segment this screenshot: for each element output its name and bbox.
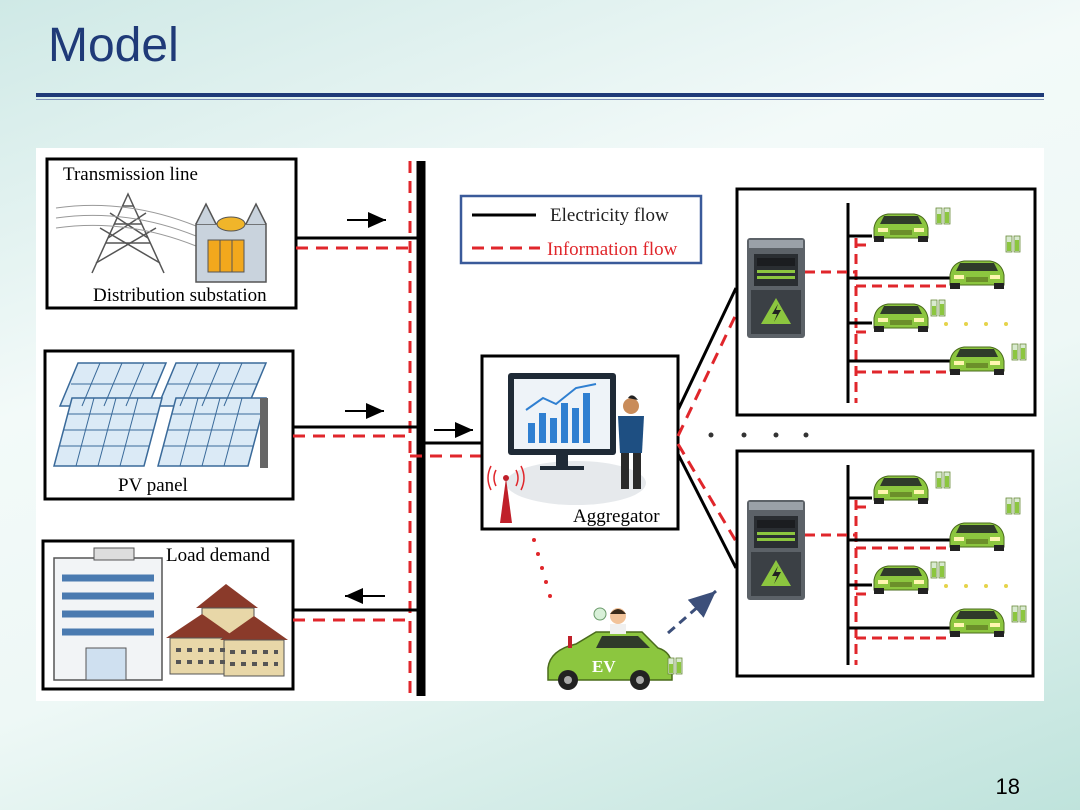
title-divider-thin <box>36 99 1044 100</box>
ev-badge-label: EV <box>592 657 616 676</box>
load-demand-label: Load demand <box>166 545 270 566</box>
link-aggregator-station2-electric <box>676 453 738 569</box>
link-aggregator-station1-electric <box>676 287 738 411</box>
ev-car-icon <box>949 522 1005 552</box>
pv-panel-label: PV panel <box>118 475 188 496</box>
station2-feeders-info <box>856 505 952 640</box>
ev-car-icon <box>873 303 929 333</box>
pv-panel-icon <box>53 362 268 468</box>
office-building-icon <box>53 547 163 681</box>
ev-car-icon <box>873 475 929 505</box>
person-icon <box>618 395 644 489</box>
distribution-substation-label: Distribution substation <box>93 285 267 306</box>
title-divider <box>36 93 1044 97</box>
houses-icon <box>166 584 288 677</box>
antenna-icon <box>487 465 525 523</box>
battery-icon <box>667 657 683 675</box>
charger-icon <box>747 500 805 600</box>
station1-feeders-electric <box>848 234 952 363</box>
ev-car-icon <box>873 565 929 595</box>
legend-information-label: Information flow <box>547 239 678 260</box>
station1-feeders-info <box>856 243 952 374</box>
link-aggregator-station1-info <box>676 305 742 437</box>
system-model-diagram: Transmission line Distribution substatio… <box>36 148 1044 701</box>
legend-box <box>459 194 703 265</box>
transmission-line-label: Transmission line <box>63 164 198 185</box>
substation-icon <box>195 202 267 283</box>
link-aggregator-station2-info <box>676 443 742 549</box>
aggregator-label: Aggregator <box>573 506 660 527</box>
ev-info-link <box>532 538 552 598</box>
charger-icon <box>747 238 805 338</box>
legend-electricity-label: Electricity flow <box>550 205 669 226</box>
ev-car-icon <box>949 346 1005 376</box>
ev-car-icon <box>949 260 1005 290</box>
slide-title: Model <box>48 19 179 72</box>
ev-to-station-arrow <box>667 589 717 635</box>
aggregator-monitor-icon <box>506 373 646 505</box>
ev-vehicle-icon: EV <box>547 607 673 690</box>
diagram-svg: Transmission line Distribution substatio… <box>41 157 1037 696</box>
ev-car-icon <box>949 608 1005 638</box>
station2-feeders-electric <box>848 496 952 630</box>
more-cars-ellipsis <box>944 322 1008 326</box>
ev-car-icon <box>873 213 929 243</box>
page-number: 18 <box>995 774 1020 799</box>
transmission-tower-icon <box>55 192 197 274</box>
more-stations-ellipsis <box>708 432 809 438</box>
more-cars-ellipsis <box>944 584 1008 588</box>
